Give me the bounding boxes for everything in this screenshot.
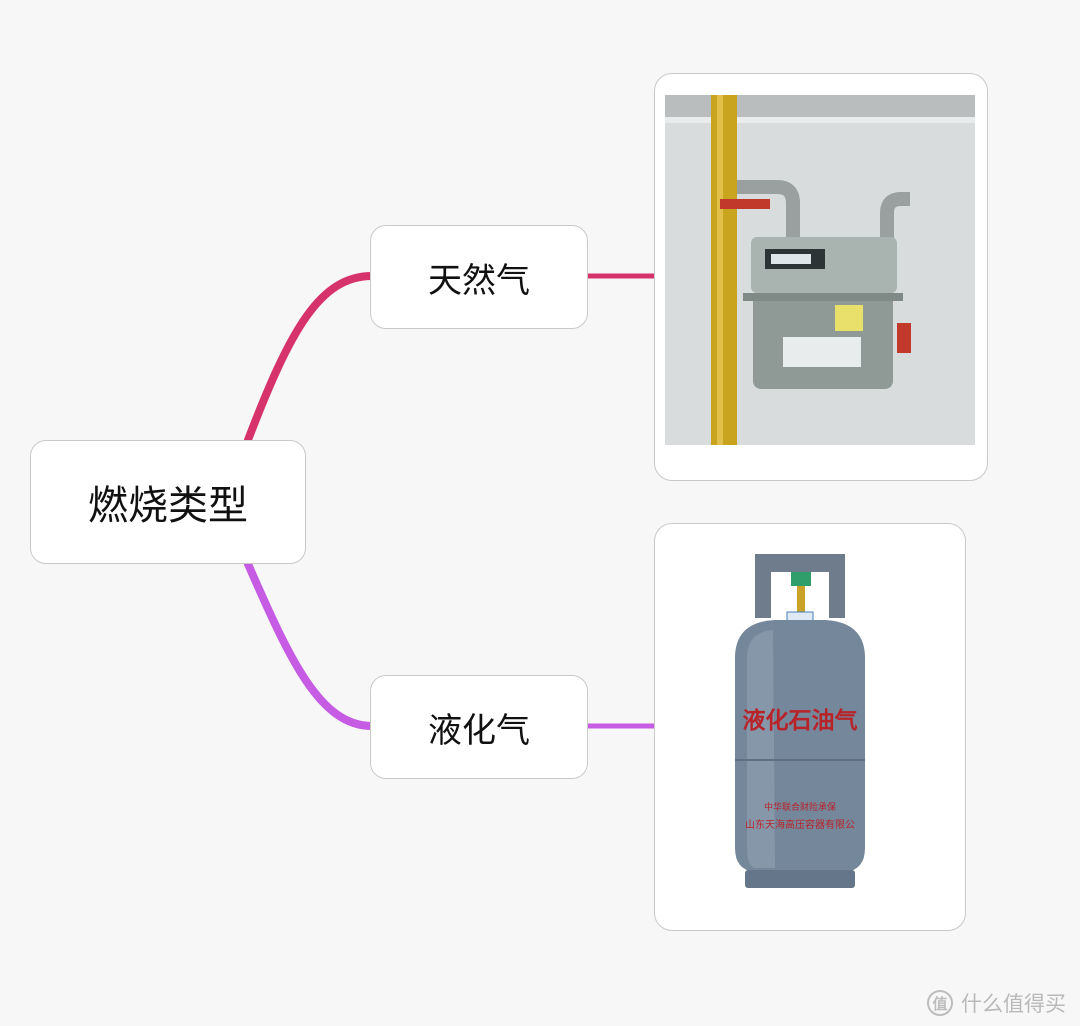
cylinder-subtext-2: 山东天海高压容器有限公 xyxy=(745,818,855,831)
root-node[interactable]: 燃烧类型 xyxy=(30,440,306,564)
watermark: 值 什么值得买 xyxy=(927,988,1066,1018)
cylinder-subtext-1: 中华联合财险承保 xyxy=(764,801,836,813)
gas-meter-photo xyxy=(665,95,975,445)
root-node-label: 燃烧类型 xyxy=(88,483,248,529)
zhi-icon: 值 xyxy=(927,990,953,1016)
branch-node-natural-gas[interactable]: 天然气 xyxy=(370,225,588,329)
image-card-gas-meter[interactable] xyxy=(654,73,988,481)
connector-root-to-lpg xyxy=(244,560,376,730)
lpg-cylinder-photo: 液化石油气 中华联合财险承保 山东天海高压容器有限公 xyxy=(735,554,865,888)
branch-node-label: 液化气 xyxy=(428,710,530,751)
branch-node-lpg[interactable]: 液化气 xyxy=(370,675,588,779)
image-card-lpg-cylinder[interactable]: 液化石油气 中华联合财险承保 山东天海高压容器有限公 xyxy=(654,523,966,931)
connector-root-to-natural-gas xyxy=(244,272,376,444)
cylinder-main-text: 液化石油气 xyxy=(743,707,858,734)
watermark-text: 什么值得买 xyxy=(961,992,1066,1016)
branch-node-label: 天然气 xyxy=(428,260,530,301)
